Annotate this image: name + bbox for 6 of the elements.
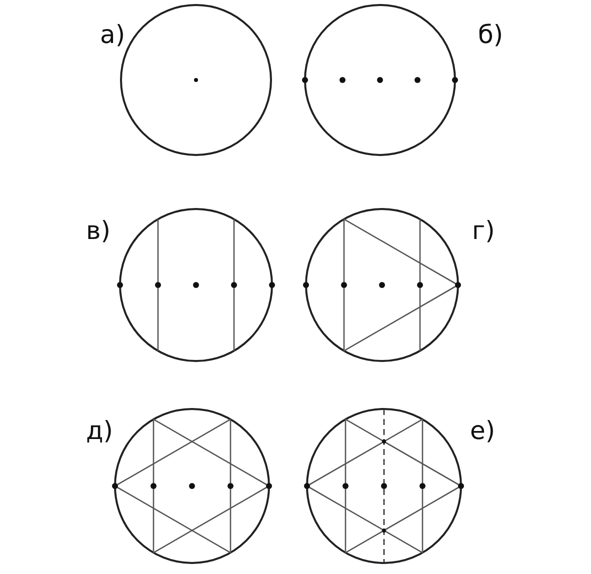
step-label: д) [86, 418, 114, 443]
step-label: б) [478, 22, 504, 47]
step-label: а) [100, 22, 126, 47]
step-label: г) [472, 218, 495, 243]
step-label: е) [470, 418, 496, 443]
step-label: в) [86, 218, 110, 243]
